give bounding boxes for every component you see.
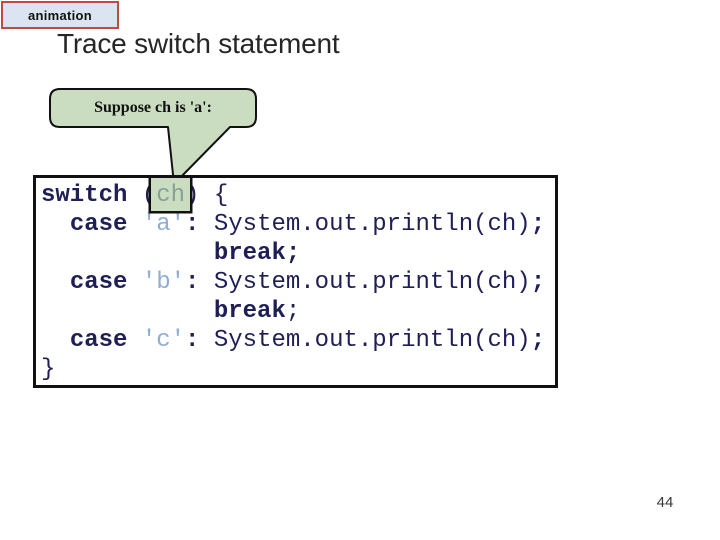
- code-line: case 'b': System.out.println(ch);: [41, 268, 555, 297]
- code-segment: :: [185, 269, 200, 296]
- code-segment: ) {: [185, 182, 229, 209]
- animation-badge: animation: [1, 1, 119, 29]
- code-segment: ;: [530, 211, 546, 238]
- code-line: break;: [41, 297, 555, 326]
- code-line: break;: [41, 239, 555, 268]
- page-number: 44: [656, 494, 674, 511]
- code-segment: break;: [213, 240, 301, 267]
- code-segment: [41, 298, 214, 325]
- code-lines: switch (ch) { case 'a': System.out.print…: [41, 178, 555, 384]
- code-segment: [41, 240, 214, 267]
- code-segment: [127, 269, 141, 296]
- code-segment: [127, 211, 141, 238]
- code-segment: 'a': [141, 211, 186, 238]
- code-segment: 'c': [141, 327, 186, 354]
- page-title: Trace switch statement: [57, 28, 340, 59]
- code-segment: 'b': [141, 269, 186, 296]
- animation-badge-label: animation: [27, 7, 93, 23]
- code-line: case 'c': System.out.println(ch);: [41, 326, 555, 355]
- code-line: }: [41, 355, 555, 384]
- ch-variable-highlight: ch: [151, 178, 191, 211]
- code-segment: [41, 269, 70, 296]
- code-line: case 'a': System.out.println(ch);: [41, 210, 555, 239]
- code-segment: :: [185, 327, 200, 354]
- code-segment: :: [185, 211, 200, 238]
- code-segment: }: [41, 356, 56, 383]
- code-line: switch (ch) {: [41, 178, 555, 211]
- code-segment: ;: [530, 327, 546, 354]
- code-segment: break: [213, 298, 286, 325]
- code-box: switch (ch) { case 'a': System.out.print…: [33, 175, 558, 388]
- code-segment: ;: [530, 269, 546, 296]
- code-segment: [127, 327, 141, 354]
- code-segment: System.out.println(ch): [199, 269, 531, 296]
- callout-text: Suppose ch is 'a':: [94, 99, 212, 116]
- code-segment: switch: [41, 182, 128, 209]
- code-segment: System.out.println(ch): [199, 327, 531, 354]
- code-segment: [41, 327, 70, 354]
- code-segment: ;: [285, 298, 301, 325]
- code-segment: System.out.println(ch): [199, 211, 531, 238]
- code-segment: case: [69, 327, 128, 354]
- code-segment: case: [69, 269, 128, 296]
- code-segment: case: [69, 211, 128, 238]
- code-segment: [41, 211, 70, 238]
